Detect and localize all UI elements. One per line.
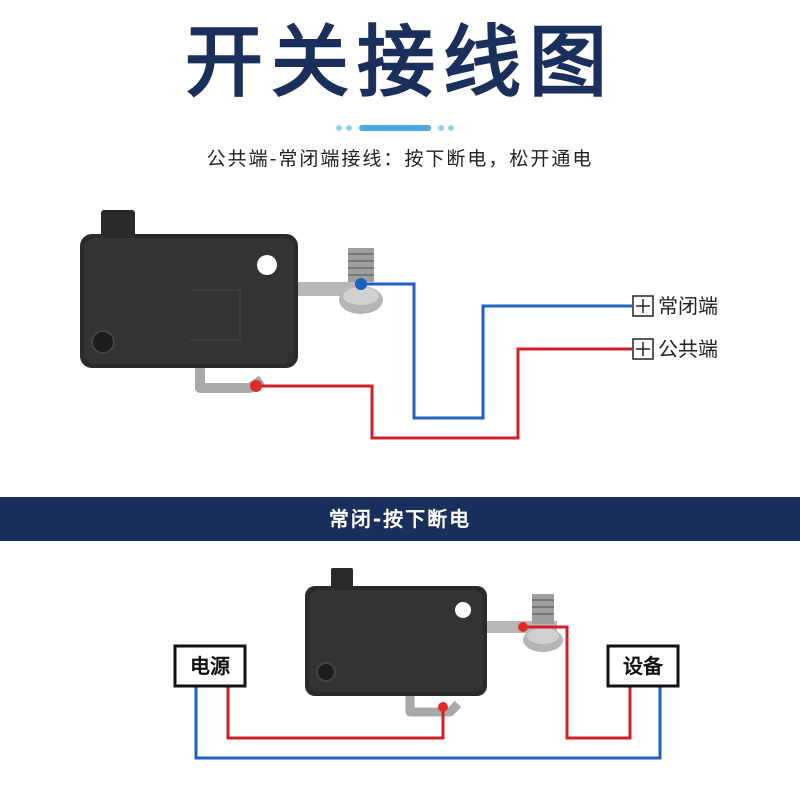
page-title: 开关接线图 xyxy=(184,18,615,108)
device-box xyxy=(606,644,680,688)
red-dot-bottom-left xyxy=(438,702,448,712)
title-dots-decoration xyxy=(336,125,454,131)
label-normally-closed: 常闭端 xyxy=(658,294,718,318)
screw-terminal-bottom xyxy=(523,594,563,652)
section-banner-text: 常闭-按下断电 xyxy=(328,507,472,531)
blue-wire-top xyxy=(361,282,632,420)
blue-wire-bottom xyxy=(194,686,662,760)
microswitch-bottom xyxy=(305,568,563,717)
red-dot-bottom-right xyxy=(518,622,528,632)
section-banner: 常闭-按下断电 xyxy=(0,497,800,541)
screw-terminal-top xyxy=(339,248,383,314)
device-box-label: 设备 xyxy=(623,654,663,678)
blue-connection-dot xyxy=(355,278,367,290)
red-connection-dot xyxy=(250,380,262,392)
subtitle: 公共端-常闭端接线：按下断电，松开通电 xyxy=(206,148,594,170)
microswitch-top xyxy=(80,210,383,393)
power-box-label: 电源 xyxy=(190,654,230,678)
terminal-box-icon-nc xyxy=(632,295,654,317)
red-wire-bottom-right xyxy=(523,625,632,740)
red-wire-bottom-left xyxy=(226,686,445,740)
red-wire-top xyxy=(256,347,632,440)
power-box xyxy=(173,644,247,688)
label-common: 公共端 xyxy=(658,337,718,361)
terminal-box-icon-com xyxy=(632,338,654,360)
top-wiring-diagram xyxy=(80,210,654,440)
